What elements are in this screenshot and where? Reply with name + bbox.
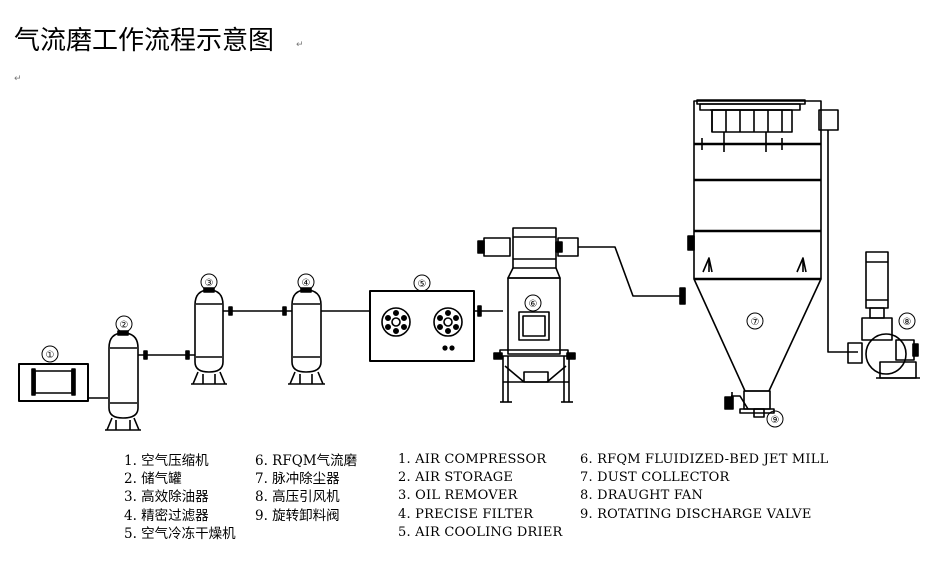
legend-en-col1: 1. AIR COMPRESSOR 2. AIR STORAGE 3. OIL … xyxy=(398,451,563,542)
label-circle xyxy=(524,294,542,312)
legend-cn-col2: 6. RFQM气流磨 7. 脉冲除尘器 8. 高压引风机 9. 旋转卸料阀 xyxy=(255,452,357,525)
dust-collector xyxy=(687,99,858,414)
equipment-number: ② xyxy=(120,320,129,331)
legend-item: 9. ROTATING DISCHARGE VALVE xyxy=(580,506,812,522)
label-circle xyxy=(297,273,315,291)
product-pipe xyxy=(604,246,682,297)
label-circle xyxy=(746,312,764,330)
equipment-number: ① xyxy=(46,350,55,361)
legend-item: 3. 高效除油器 xyxy=(124,489,209,506)
air-cooling-drier xyxy=(369,290,503,362)
label-circle xyxy=(898,312,916,330)
label-circle xyxy=(413,274,431,292)
legend-cn-col1: 1. 空气压缩机 2. 储气罐 3. 高效除油器 4. 精密过滤器 5. 空气冷… xyxy=(124,452,236,543)
equipment-number: ⑧ xyxy=(903,317,912,328)
equipment-number: ⑤ xyxy=(418,279,427,290)
equipment-number: ⑦ xyxy=(751,317,760,328)
label-circle xyxy=(41,345,59,363)
discharge-valve xyxy=(724,396,765,418)
equipment-number: ③ xyxy=(205,278,214,289)
legend-item: 4. PRECISE FILTER xyxy=(398,506,534,522)
legend-item: 1. 空气压缩机 xyxy=(124,453,209,469)
legend-item: 4. 精密过滤器 xyxy=(124,507,209,524)
label-circle xyxy=(766,410,784,428)
legend-item: 5. AIR COOLING DRIER xyxy=(398,524,563,540)
draught-fan xyxy=(847,251,920,379)
air-compressor xyxy=(18,363,108,402)
air-storage-tank xyxy=(105,330,195,431)
legend-item: 9. 旋转卸料阀 xyxy=(255,507,340,524)
oil-remover xyxy=(191,287,292,385)
legend-item: 6. RFQM气流磨 xyxy=(255,453,358,469)
legend-item: 6. RFQM FLUIDIZED-BED JET MILL xyxy=(580,452,829,467)
label-circle xyxy=(115,315,133,333)
equipment-number: ④ xyxy=(302,278,311,289)
legend-item: 7. 脉冲除尘器 xyxy=(255,471,340,488)
precise-filter xyxy=(288,287,370,385)
legend-item: 8. DRAUGHT FAN xyxy=(580,488,704,504)
diagram-title: 气流磨工作流程示意图 xyxy=(14,26,275,56)
legend-item: 2. AIR STORAGE xyxy=(398,470,514,486)
jet-mill xyxy=(477,227,604,403)
equipment-number: ⑥ xyxy=(529,299,538,310)
equipment-number: ⑨ xyxy=(771,415,780,426)
legend-item: 2. 储气罐 xyxy=(124,471,182,488)
legend-en-col2: 6. RFQM FLUIDIZED-BED JET MILL 7. DUST C… xyxy=(580,451,828,524)
paragraph-mark: ↵ xyxy=(14,74,22,84)
legend-item: 5. 空气冷冻干燥机 xyxy=(124,525,236,542)
legend-item: 3. OIL REMOVER xyxy=(398,488,518,504)
legend-item: 1. AIR COMPRESSOR xyxy=(398,452,547,467)
legend-item: 8. 高压引风机 xyxy=(255,489,340,506)
paragraph-mark: ↵ xyxy=(296,40,304,50)
legend-item: 7. DUST COLLECTOR xyxy=(580,470,730,486)
label-circle xyxy=(200,273,218,291)
